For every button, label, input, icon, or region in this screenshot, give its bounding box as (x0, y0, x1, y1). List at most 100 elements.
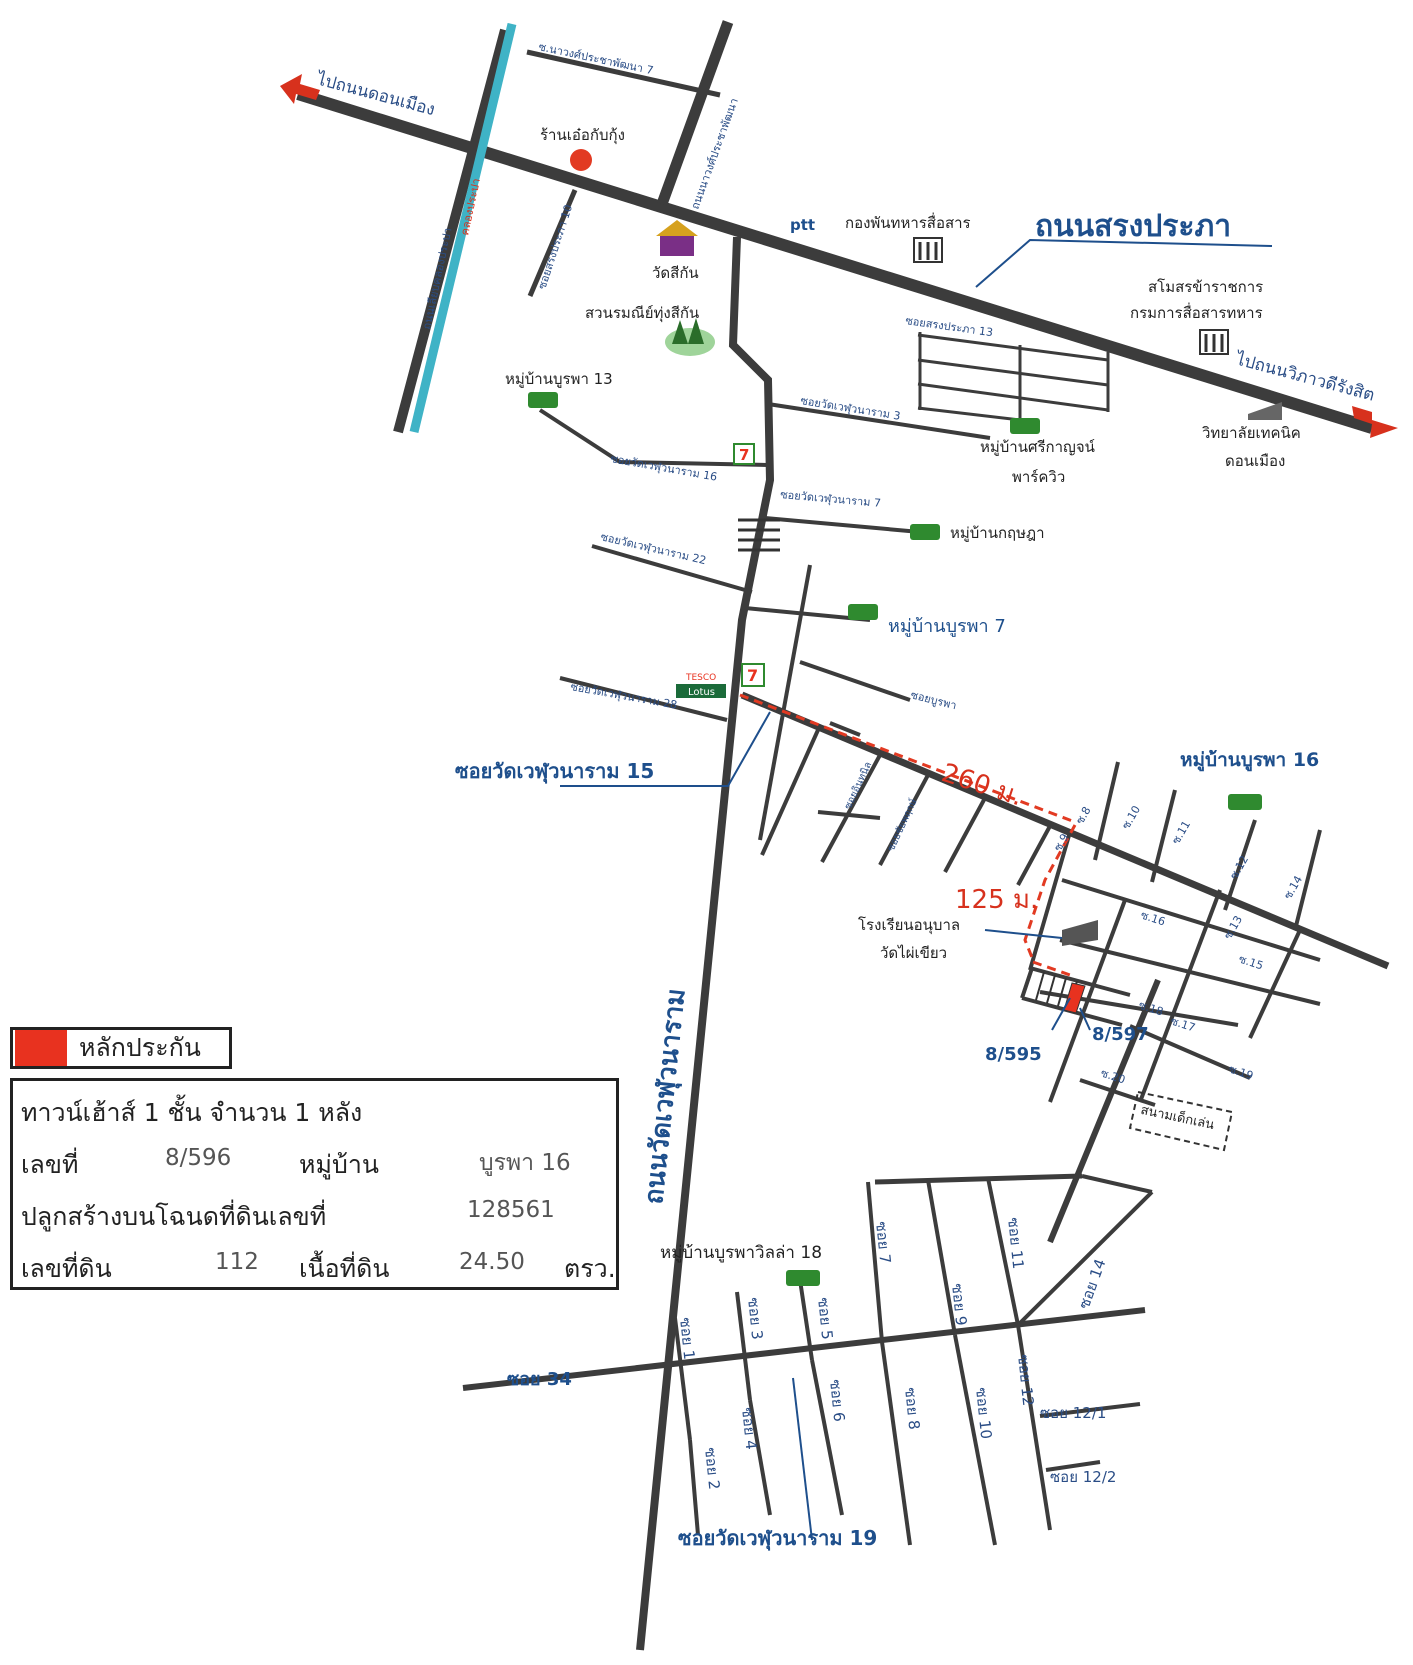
soi-label: ซอย 4 (738, 1407, 760, 1451)
temple-icon (656, 220, 698, 256)
soi-label: ซอย 5 (814, 1297, 836, 1341)
house-no-value: 8/596 (165, 1145, 232, 1171)
area-value: 24.50 (459, 1249, 525, 1275)
tesco-lotus-icon: TESCO Lotus (676, 673, 726, 698)
road-label-w15: ซอยวัดเวฬุวนาราม 15 (455, 759, 654, 784)
village-icon (1228, 794, 1262, 810)
road-east-grid-8 (1079, 1078, 1156, 1107)
seven-eleven-icon: 7 (733, 443, 755, 465)
village-icon (528, 392, 558, 408)
road-south-top-right (1081, 1174, 1153, 1194)
svg-text:7: 7 (747, 666, 758, 685)
road-soi-14 (1016, 1190, 1154, 1327)
soi-label: ซอย 2 (701, 1447, 723, 1491)
land-no-label: เลขที่ดิน (21, 1254, 112, 1283)
government-building-icon (913, 237, 943, 263)
road-spur-6 (1016, 825, 1052, 886)
canal (409, 22, 517, 434)
soi-label: ซอย 1 (676, 1317, 698, 1361)
road-grid-sp13-c (917, 382, 1109, 412)
callout-lines (560, 238, 1273, 1541)
svg-text:7: 7 (739, 446, 749, 464)
soi-label: ซอย 9 (948, 1283, 970, 1327)
road-east-v5 (1293, 829, 1322, 931)
road-soi-2 (688, 1439, 700, 1536)
road-east-grid-7 (1129, 1024, 1251, 1080)
poi-village-kritsada: หมู่บ้านกฤษฎา (950, 524, 1045, 542)
road-soi-34 (462, 1307, 1146, 1391)
road-soi-9 (926, 1179, 957, 1336)
road-label-small-1: ซอยอินทนิล (843, 760, 875, 811)
info-row-house: เลขที่ 8/596 หมู่บ้าน บูรพา 16 (19, 1137, 610, 1189)
area-unit: ตรว. (564, 1254, 616, 1283)
shrimp-shop-icon (570, 149, 592, 171)
road-east-v2 (1093, 761, 1120, 861)
village-icon (848, 604, 878, 620)
road-label-small-2: ซอยชัยพฤกษ์ (885, 797, 920, 854)
road-soi-3 (735, 1291, 752, 1401)
road-label-w28: ซอยวัดเวฬุวนาราม 28 (569, 680, 678, 712)
road-label-songprapa: ถนนสรงประภา (1035, 209, 1231, 244)
poi-officer-club-2: กรมการสื่อสารทหาร (1130, 302, 1263, 322)
road-soi-w15 (740, 691, 1390, 970)
road-east-grid-1 (1061, 878, 1321, 962)
road-soi-6 (810, 1359, 844, 1516)
deed-value: 128561 (467, 1197, 555, 1223)
area-label: เนื้อที่ดิน (299, 1254, 390, 1283)
svg-text:ptt: ptt (790, 216, 815, 234)
road-label-w7: ซอยวัดเวฬุวนาราม 7 (780, 488, 882, 510)
road-grid-sp13-b (917, 358, 1109, 387)
poi-temple: วัดสีกัน (652, 264, 699, 282)
officer-club-icon (1199, 329, 1229, 355)
direction-arrows (280, 74, 1398, 438)
village-label: หมู่บ้าน (299, 1150, 379, 1179)
soi-label: ซ.12 (1227, 853, 1251, 881)
road-south-top (874, 1173, 1083, 1185)
poi-tech-college-2: ดอนเมือง (1225, 452, 1285, 470)
soi-label: ซอย 7 (872, 1221, 894, 1265)
property-info-box: ทาวน์เฮ้าส์ 1 ชั้น จำนวน 1 หลัง เลขที่ 8… (10, 1078, 619, 1290)
road-grid-sp13-d (917, 406, 1021, 422)
house-no-label: เลขที่ (21, 1150, 79, 1179)
road-spur-5 (943, 797, 987, 873)
village-icon (786, 1270, 820, 1286)
road-soi-12-2 (1045, 1460, 1101, 1472)
soi-label: ซอย 11 (1004, 1217, 1027, 1270)
road-soi-11 (986, 1177, 1020, 1326)
road-burapa7-b (758, 564, 812, 841)
deed-label: ปลูกสร้างบนโฉนดที่ดินเลขที่ (21, 1202, 327, 1231)
poi-park: สวนรมณีย์ทุ่งสีกัน (585, 304, 699, 323)
road-townhouse-top (1029, 966, 1131, 997)
soi-label: ซอย 12 (1014, 1354, 1037, 1407)
soi-label: ซอย 12/2 (1050, 1468, 1116, 1486)
soi-label: ซอย 6 (826, 1379, 848, 1423)
soi-label: ซ.8 (1073, 804, 1093, 826)
collateral-swatch (15, 1030, 67, 1066)
road-soi-w16 (538, 408, 769, 467)
road-spur-3 (820, 754, 882, 863)
poi-signal-battalion: กองพันทหารสื่อสาร (845, 212, 971, 232)
poi-village-burapa7: หมู่บ้านบูรพา 7 (888, 616, 1006, 637)
road-east-grid-3 (1138, 889, 1222, 1103)
road-label-songprapa10: ซอยสรงประภา 10 (535, 203, 575, 291)
poi-village-burapa13: หมู่บ้านบูรพา 13 (505, 370, 613, 388)
road-soi-12-1 (1039, 1402, 1141, 1418)
poi-village-srikanchana-1: หมู่บ้านศรีกาญจน์ (980, 438, 1095, 456)
house-number-right: 8/597 (1092, 1024, 1149, 1045)
college-icon (1248, 402, 1282, 420)
school-icon (1062, 920, 1098, 946)
soi-label: ซ.15 (1237, 952, 1265, 972)
road-soi-12 (1016, 1324, 1052, 1531)
poi-school-2: วัดไผ่เขียว (880, 944, 947, 962)
road-soi-songprapa10 (527, 189, 578, 297)
poi-village-burapa-villa: หมู่บ้านบูรพาวิลล่า 18 (660, 1243, 822, 1263)
soi-label: ซอย 10 (972, 1387, 995, 1440)
road-soi-4 (748, 1399, 772, 1516)
soi-label: ซ.11 (1169, 818, 1193, 846)
poi-school-1: โรงเรียนอนุบาล (858, 916, 960, 935)
road-network (296, 20, 1390, 1651)
soi-label: ซอย 12/1 (1040, 1404, 1106, 1422)
land-no-value: 112 (215, 1249, 259, 1275)
village-icon (1010, 418, 1040, 434)
